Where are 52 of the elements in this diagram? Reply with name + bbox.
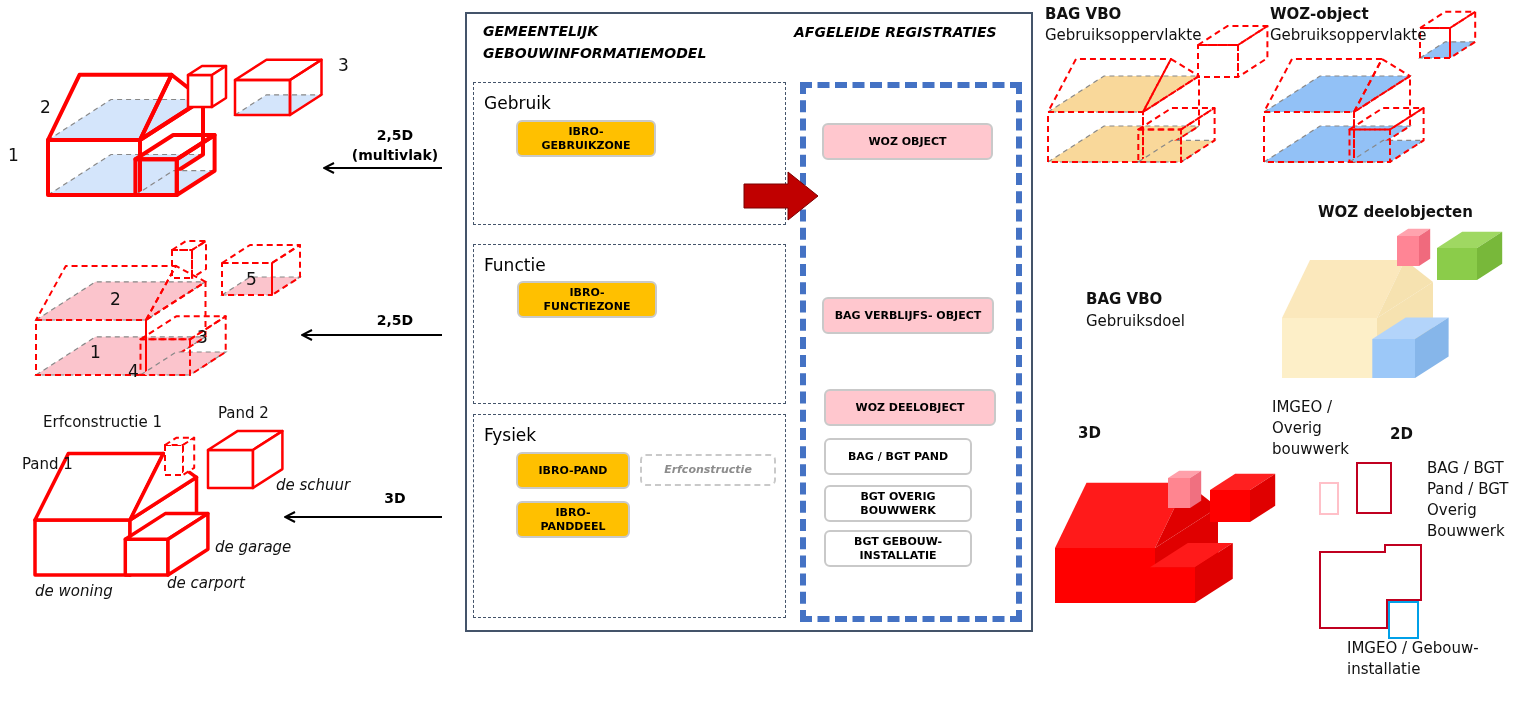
part-label: de garage (215, 538, 292, 556)
arrow (323, 162, 443, 174)
group-box (473, 414, 786, 618)
group-title: AFGELEIDE REGISTRATIES (794, 24, 997, 40)
class-box: IBRO-PAND (516, 452, 630, 489)
text-label: Gebruiksoppervlakte (1270, 26, 1427, 44)
class-box: Erfconstructie (640, 454, 776, 486)
registration-box: WOZ DEELOBJECT (824, 389, 996, 426)
part-label: de woning (35, 582, 113, 600)
part-label: Pand 1 (22, 455, 73, 473)
part-label: de schuur (276, 476, 351, 494)
group-title: Functie (484, 255, 546, 275)
heading: WOZ-object (1270, 5, 1369, 23)
edge-label: 3D (383, 489, 407, 508)
callout-number: 3 (197, 328, 208, 346)
class-box: IBRO- PANDDEEL (516, 501, 630, 538)
callout-number: 2 (110, 290, 121, 308)
edge-label: 2,5D (375, 311, 415, 330)
text-label: BAG / BGT Pand / BGT Overig Bouwwerk (1427, 458, 1510, 542)
arrow (301, 329, 443, 341)
heading: 3D (1078, 424, 1101, 442)
block-arrow (743, 171, 819, 221)
text-label: Gebruiksoppervlakte (1045, 26, 1202, 44)
part-label: Erfconstructie 1 (43, 413, 163, 431)
registration-box: BAG / BGT PAND (824, 438, 972, 475)
heading: WOZ deelobjecten (1318, 203, 1473, 221)
class-box: IBRO- GEBRUIKZONE (516, 120, 656, 157)
registration-box: BGT OVERIG BOUWWERK (824, 485, 972, 522)
callout-number: 1 (90, 343, 101, 361)
frame-title: GEMEENTELIJK GEBOUWINFORMATIEMODEL (483, 22, 708, 63)
text-label: IMGEO / Overig bouwwerk (1272, 397, 1350, 460)
heading: 2D (1390, 425, 1413, 443)
registration-box: BAG VERBLIJFS- OBJECT (822, 297, 994, 334)
callout-number: 5 (246, 270, 257, 288)
group-title: Fysiek (484, 425, 537, 445)
diagram-frame (465, 12, 1033, 632)
text-label: Gebruiksdoel (1086, 312, 1185, 330)
class-box: IBRO- FUNCTIEZONE (517, 281, 657, 318)
callout-number: 3 (338, 56, 349, 74)
group-title: Gebruik (484, 93, 551, 113)
part-label: de carport (167, 574, 245, 592)
heading: BAG VBO (1086, 290, 1163, 308)
arrow (284, 511, 443, 523)
callout-number: 1 (8, 146, 19, 164)
group-box (473, 244, 786, 404)
text-label: IMGEO / Gebouw- installatie (1347, 638, 1480, 680)
registration-box: BGT GEBOUW- INSTALLATIE (824, 530, 972, 567)
edge-label: 2,5D (multivlak) (350, 126, 440, 165)
registration-box: WOZ OBJECT (822, 123, 993, 160)
callout-number: 2 (40, 98, 51, 116)
part-label: Pand 2 (218, 404, 269, 422)
heading: BAG VBO (1045, 5, 1122, 23)
